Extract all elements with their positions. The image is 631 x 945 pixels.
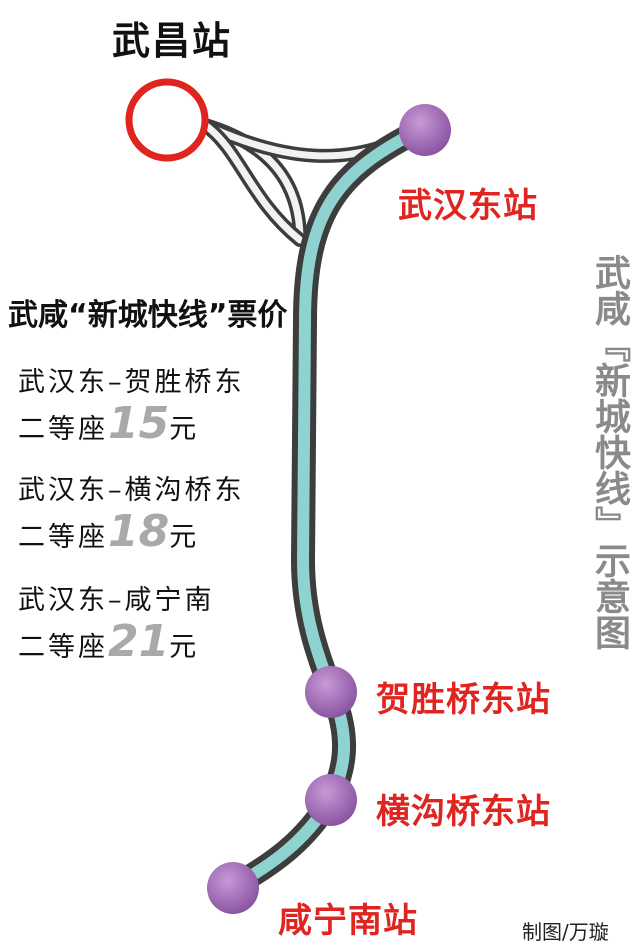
fare-price-value: 15 <box>108 398 170 449</box>
fare-price-unit: 元 <box>169 632 200 663</box>
heshengqiao-east-station-dot <box>305 666 357 718</box>
fare-price-line-2: 二等座18元 <box>18 506 199 557</box>
wuchang-station-marker <box>125 78 209 162</box>
henggouqiao-east-station-label: 横沟桥东站 <box>376 792 551 832</box>
fare-price-unit: 元 <box>169 414 200 445</box>
xianning-south-station-label: 咸宁南站 <box>278 901 418 941</box>
connector-tracks <box>198 118 427 247</box>
fare-route-2: 武汉东–横沟桥东 <box>18 475 245 506</box>
seat-class-label: 二等座 <box>18 632 108 663</box>
heshengqiao-east-station-label: 贺胜桥东站 <box>376 680 551 720</box>
graphic-credit: 制图/万璇 <box>522 920 609 944</box>
fare-price-value: 18 <box>108 506 170 557</box>
wuhan-east-station-dot <box>399 104 451 156</box>
fare-route-3: 武汉东–咸宁南 <box>18 585 215 616</box>
map-vertical-title: 武咸『新城快线』示意图 <box>589 254 631 650</box>
seat-class-label: 二等座 <box>18 522 108 553</box>
fare-price-unit: 元 <box>169 522 200 553</box>
fare-route-1: 武汉东–贺胜桥东 <box>18 367 245 398</box>
wuhan-east-station-label: 武汉东站 <box>398 186 538 226</box>
fare-title: 武咸“新城快线”票价 <box>8 298 288 333</box>
wuchang-station-label: 武昌站 <box>112 19 233 63</box>
fare-price-line-1: 二等座15元 <box>18 398 199 449</box>
fare-price-line-3: 二等座21元 <box>18 616 199 667</box>
xianning-south-station-dot <box>207 862 259 914</box>
seat-class-label: 二等座 <box>18 414 108 445</box>
henggouqiao-east-station-dot <box>305 774 357 826</box>
fare-price-value: 21 <box>108 616 170 667</box>
